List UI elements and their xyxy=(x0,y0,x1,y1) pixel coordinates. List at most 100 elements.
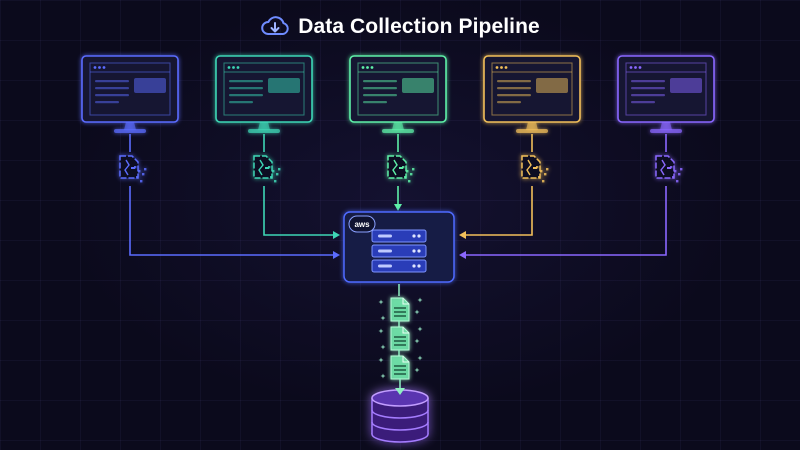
pixel-bit xyxy=(134,166,137,169)
text-line xyxy=(631,80,665,83)
pixel-bit xyxy=(540,170,543,173)
content-block xyxy=(268,78,300,93)
text-line xyxy=(95,87,129,90)
pixel-bit xyxy=(268,166,271,169)
sparkle-icon xyxy=(380,373,386,379)
document-icon xyxy=(390,355,410,380)
connector-lines xyxy=(129,134,667,259)
rack-led xyxy=(412,249,416,253)
window-dot xyxy=(366,66,369,69)
pixel-bit xyxy=(533,167,537,169)
pixel-bit xyxy=(542,180,545,183)
text-line xyxy=(497,80,531,83)
pixel-bit xyxy=(538,176,541,179)
sparkle-icon xyxy=(417,355,423,361)
rack-led xyxy=(417,264,421,268)
monitor-icon xyxy=(617,55,715,133)
monitor-icon xyxy=(483,55,581,133)
text-line xyxy=(363,94,397,97)
window-dot xyxy=(500,66,503,69)
pixel-bit xyxy=(265,167,269,169)
text-line xyxy=(95,80,129,83)
pixel-bit xyxy=(138,170,141,173)
text-line xyxy=(95,94,129,97)
sparkle-icon xyxy=(414,309,420,315)
pixel-bit xyxy=(667,167,671,169)
pixel-bit xyxy=(544,173,547,176)
text-line xyxy=(95,101,119,104)
pixel-bit xyxy=(678,173,681,176)
pixel-bit xyxy=(274,180,277,183)
zigzag-line xyxy=(258,159,264,176)
server-rack xyxy=(371,244,427,258)
database-inflow-arrow xyxy=(395,378,405,395)
content-block xyxy=(402,78,434,93)
arrow-head xyxy=(459,231,466,239)
browser-window xyxy=(89,62,171,116)
rack-led xyxy=(412,264,416,268)
browser-window xyxy=(625,62,707,116)
monitor-stand xyxy=(248,129,280,133)
text-line xyxy=(229,94,263,97)
data-packet-icons xyxy=(119,155,683,183)
data-fragment-icon xyxy=(253,155,281,183)
window-dot xyxy=(236,66,240,69)
data-fragment-icon xyxy=(387,155,415,183)
window-dot xyxy=(504,66,508,69)
rack-led xyxy=(417,249,421,253)
zigzag-line xyxy=(124,159,130,176)
pixel-bit xyxy=(674,170,677,173)
pixel-bit xyxy=(676,180,679,183)
document-body xyxy=(390,355,410,380)
zigzag-line xyxy=(526,159,532,176)
arrow-head xyxy=(333,251,340,259)
rack-slot xyxy=(378,234,392,238)
pixel-bit xyxy=(131,167,135,169)
aws-server-node: aws xyxy=(343,211,455,283)
sparkle-icon xyxy=(417,297,423,303)
sparkle-icon xyxy=(414,367,420,373)
aws-badge-label: aws xyxy=(354,220,370,229)
pixel-bit xyxy=(142,173,145,176)
monitor-icon xyxy=(349,55,447,133)
text-line xyxy=(363,87,397,90)
text-line xyxy=(497,87,531,90)
monitor-icon xyxy=(81,55,179,133)
sparkle-icon xyxy=(378,357,384,363)
monitor-icon xyxy=(215,55,313,133)
monitor-stand xyxy=(650,129,682,133)
pixel-bit xyxy=(410,173,413,176)
sparkle-icon xyxy=(380,344,386,350)
text-line xyxy=(631,87,665,90)
connector-segment xyxy=(263,186,338,236)
text-line xyxy=(363,101,387,104)
pixel-bit xyxy=(278,168,281,171)
window-dot xyxy=(629,66,633,69)
server-racks xyxy=(371,229,427,273)
pixel-bit xyxy=(670,166,673,169)
arrow-head xyxy=(459,251,466,259)
pixel-bit xyxy=(272,170,275,173)
monitor-stand xyxy=(516,129,548,133)
document-icon xyxy=(390,326,410,351)
pixel-bit xyxy=(144,168,147,171)
pixel-bit xyxy=(136,176,139,179)
server-rack xyxy=(371,229,427,243)
rack-slot xyxy=(378,249,392,253)
sparkle-icon xyxy=(417,326,423,332)
arrow-head xyxy=(333,231,340,239)
zigzag-line xyxy=(392,159,398,176)
sparkle-icon xyxy=(378,299,384,305)
window-dot xyxy=(634,66,637,69)
connector-segment xyxy=(129,186,338,256)
document-fold xyxy=(402,298,409,305)
pixel-bit xyxy=(536,166,539,169)
text-line xyxy=(497,101,521,104)
pixel-bit xyxy=(276,173,279,176)
source-monitors xyxy=(81,55,715,133)
data-fragment-icon xyxy=(119,155,147,183)
text-line xyxy=(229,101,253,104)
pixel-bit xyxy=(402,166,405,169)
